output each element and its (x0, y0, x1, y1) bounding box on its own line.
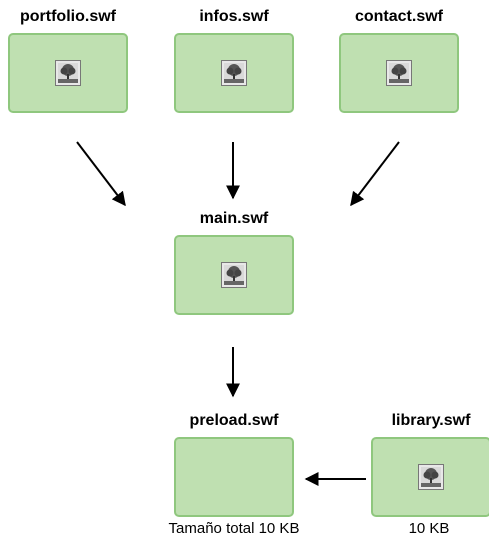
image-icon (55, 60, 81, 86)
arrow-portfolio-to-main (76, 141, 126, 207)
contact-node (339, 33, 459, 113)
infos-node (174, 33, 294, 113)
image-icon (418, 464, 444, 490)
main-node (174, 235, 294, 315)
preload-size-caption: Tamaño total 10 KB (168, 520, 300, 537)
library-size-caption: 10 KB (408, 520, 450, 537)
library-label: library.swf (391, 412, 471, 429)
main-label: main.swf (199, 210, 269, 227)
contact-label: contact.swf (354, 8, 443, 25)
preload-label: preload.swf (189, 412, 279, 429)
library-node (371, 437, 489, 517)
portfolio-node (8, 33, 128, 113)
portfolio-label: portfolio.swf (20, 8, 116, 25)
image-icon (386, 60, 412, 86)
infos-label: infos.swf (199, 8, 269, 25)
image-icon (221, 262, 247, 288)
arrow-contact-to-main (350, 141, 400, 207)
preload-node (174, 437, 294, 517)
image-icon (221, 60, 247, 86)
